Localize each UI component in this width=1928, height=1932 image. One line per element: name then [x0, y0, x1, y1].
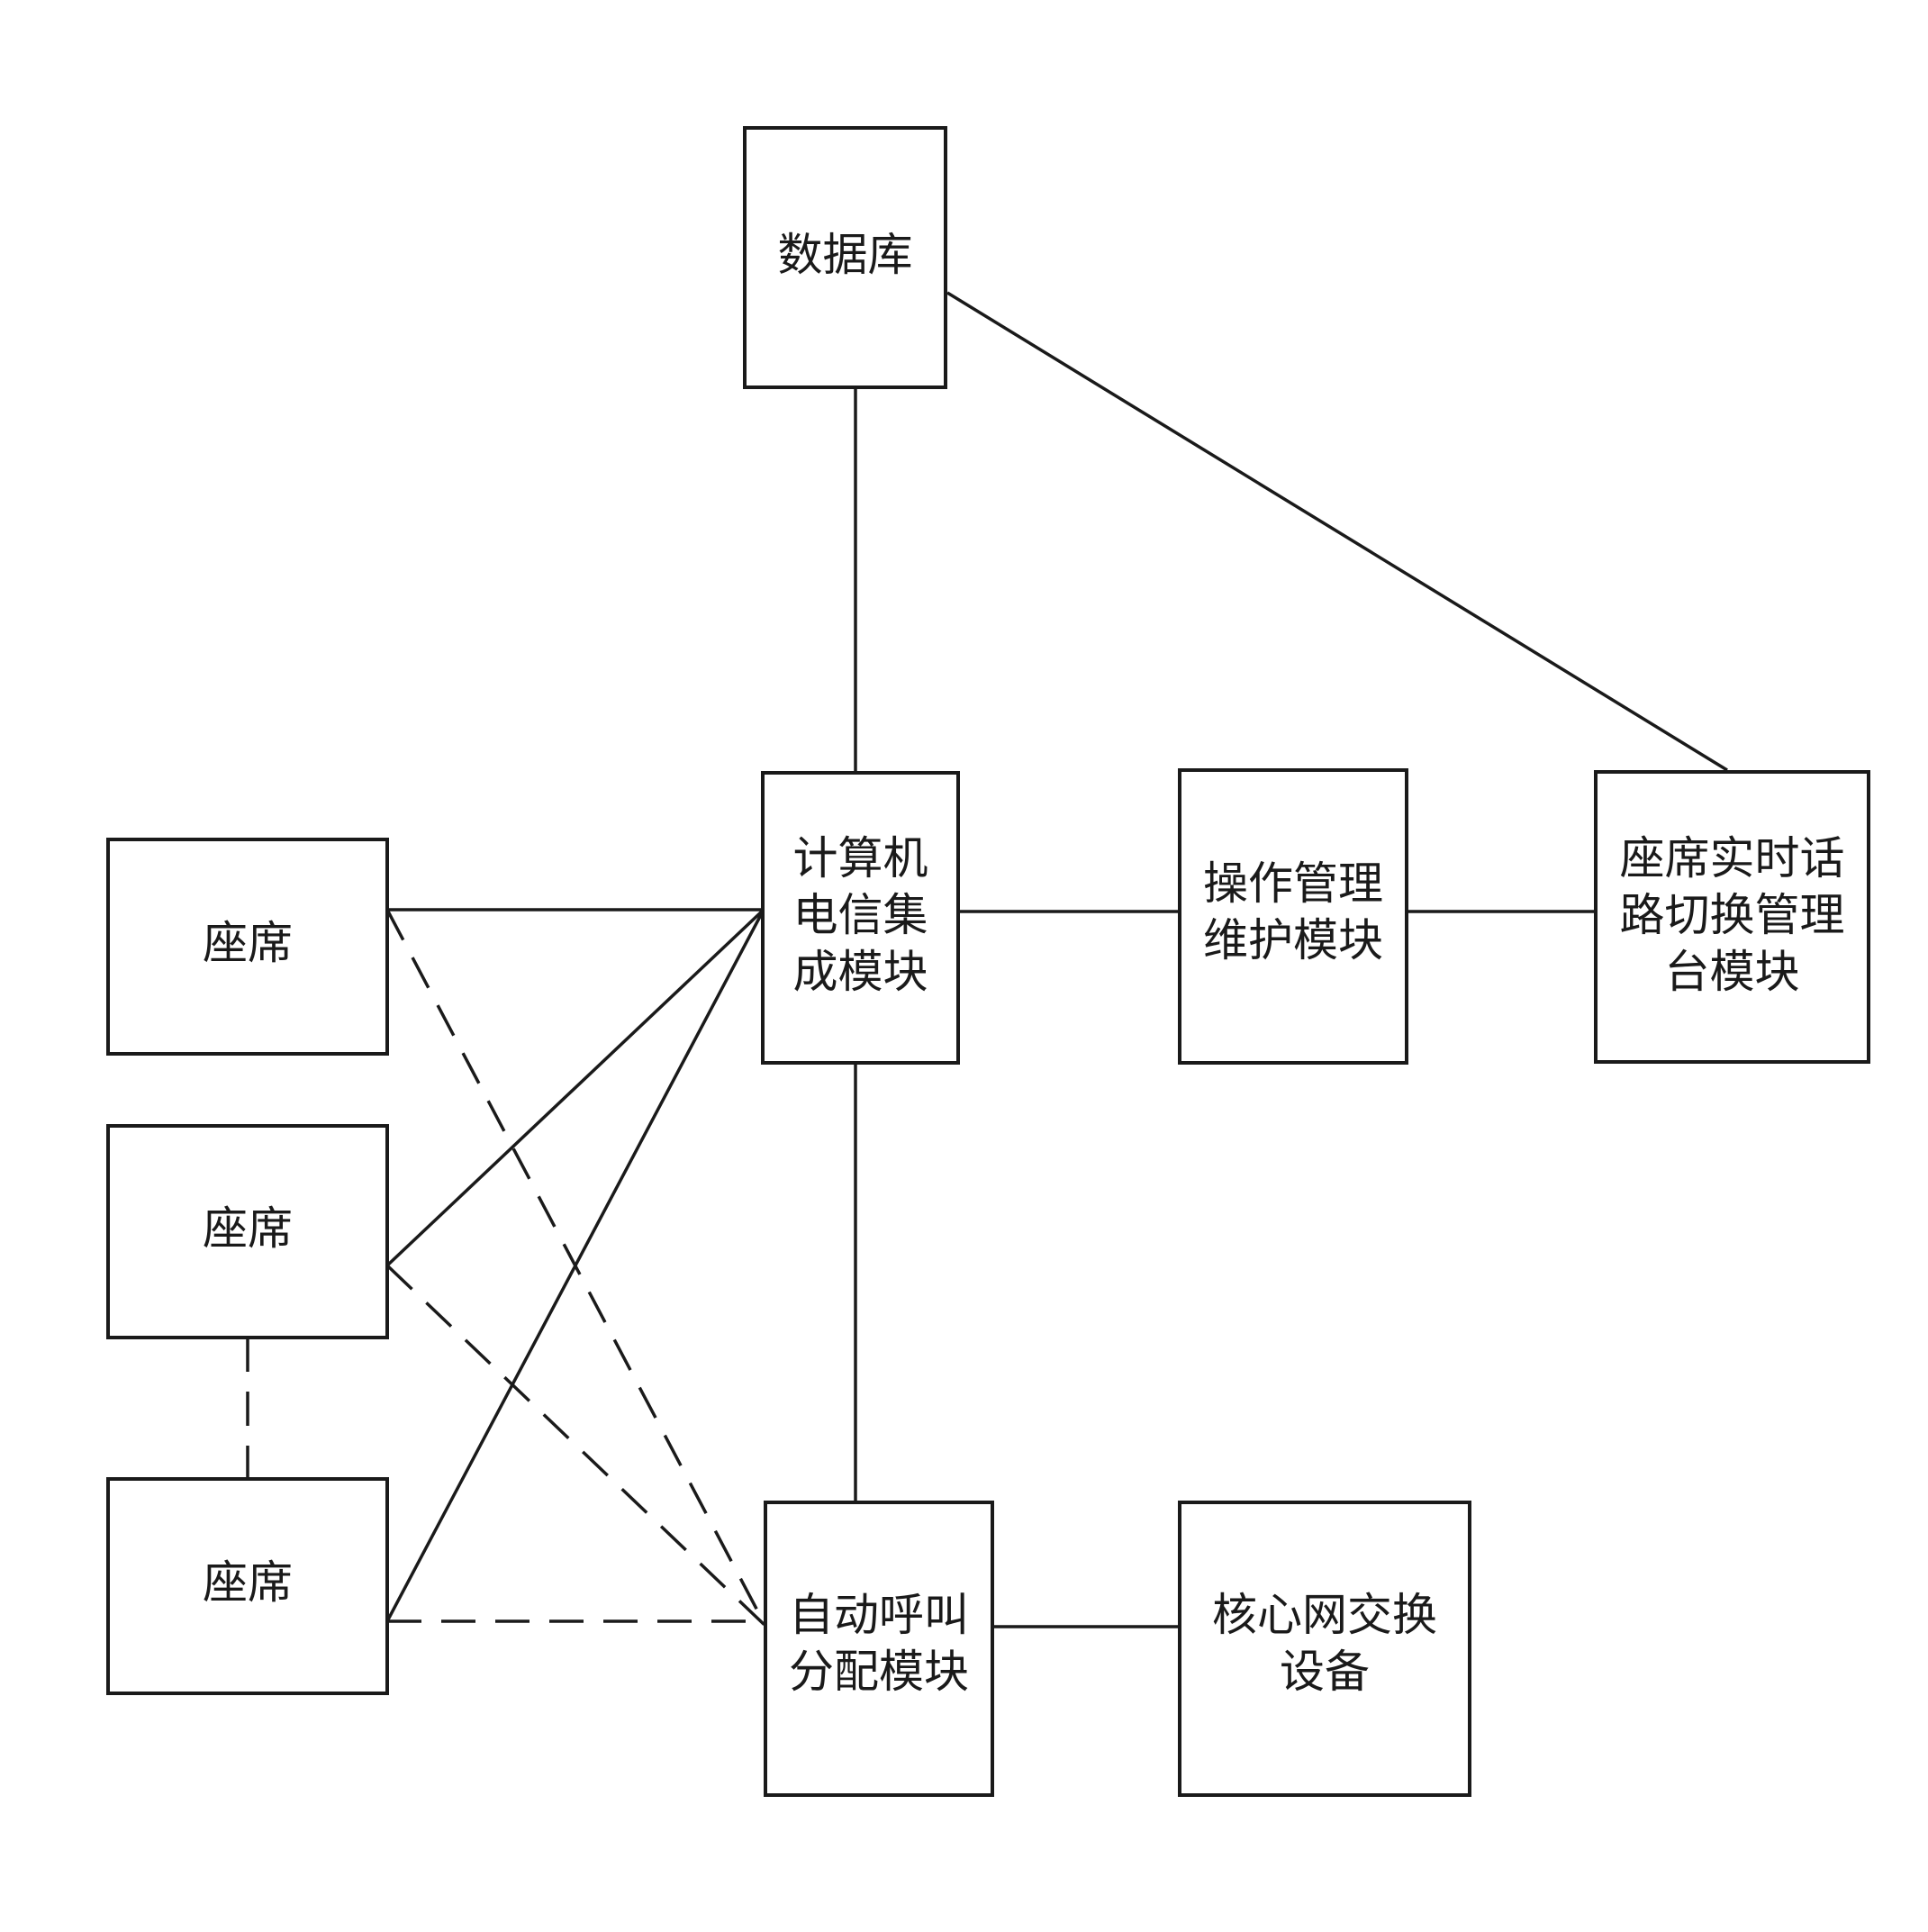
node-database-label: 数据库: [778, 229, 913, 281]
node-acd-label-line-2: 分配模块: [789, 1646, 969, 1698]
node-acd-label-line-1: 自动呼叫: [789, 1589, 969, 1641]
edges: [248, 293, 1727, 1627]
node-cti-label-line-1: 计算机: [793, 832, 928, 884]
node-core-switch-label-line-1: 核心网交换: [1212, 1589, 1437, 1641]
node-cti-label-line-3: 成模块: [793, 946, 928, 998]
node-oam: 操作管理 维护模块: [1180, 770, 1407, 1063]
node-switch-console-label-line-3: 台模块: [1665, 946, 1800, 998]
node-switch-console: 座席实时话 路切换管理 台模块: [1596, 772, 1869, 1062]
edge-database-switch-console: [947, 293, 1727, 770]
node-seat-2: 座席: [108, 1126, 387, 1338]
node-oam-label-line-1: 操作管理: [1203, 857, 1383, 910]
node-seat-1: 座席: [108, 839, 387, 1054]
node-switch-console-label-line-2: 路切换管理: [1620, 889, 1845, 941]
edge-seat-1-acd: [387, 910, 765, 1626]
node-seat-3-label: 座席: [203, 1556, 293, 1609]
node-switch-console-label-line-1: 座席实时话: [1620, 832, 1845, 884]
node-acd: 自动呼叫 分配模块: [765, 1502, 992, 1795]
node-seat-1-label: 座席: [203, 917, 293, 969]
node-seat-2-label: 座席: [203, 1202, 293, 1255]
node-seat-3: 座席: [108, 1479, 387, 1693]
node-cti-label-line-2: 电信集: [793, 889, 928, 941]
node-core-switch: 核心网交换 设备: [1180, 1502, 1470, 1795]
node-cti: 计算机 电信集 成模块: [763, 773, 958, 1063]
node-oam-label-line-2: 维护模块: [1203, 914, 1383, 966]
nodes: 数据库 计算机 电信集 成模块 操作管理 维护模块 座席实时话 路切换管理 台模…: [108, 128, 1869, 1795]
node-core-switch-label-line-2: 设备: [1280, 1646, 1370, 1698]
edge-seat-2-cti: [387, 910, 764, 1265]
edge-seat-2-acd: [387, 1265, 765, 1626]
node-database: 数据库: [745, 128, 946, 387]
